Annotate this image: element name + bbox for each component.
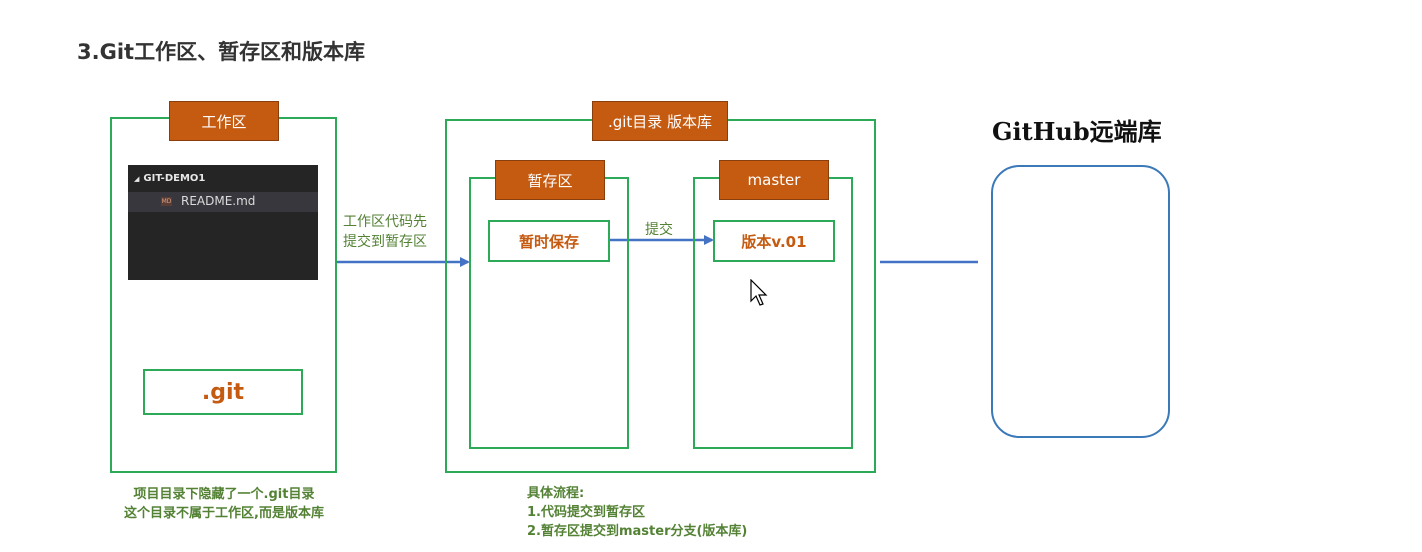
file-explorer-panel: ◢GIT-DEMO1 MD README.md: [128, 165, 318, 280]
master-branch-box: [693, 177, 853, 449]
workspace-label: 工作区: [169, 101, 279, 141]
page-title: 3.Git工作区、暂存区和版本库: [77, 40, 366, 64]
version-box: 版本v.01: [713, 220, 835, 262]
markdown-file-icon: MD: [161, 197, 172, 206]
flow-description: 具体流程: 1.代码提交到暂存区 2.暂存区提交到master分支(版本库): [527, 484, 747, 541]
explorer-workspace-name[interactable]: ◢GIT-DEMO1: [134, 173, 205, 184]
arrow-label: 工作区代码先 提交到暂存区: [343, 212, 427, 252]
git-folder-box: .git: [143, 369, 303, 415]
arrow-label-line-1: 工作区代码先: [343, 214, 427, 230]
flow-line-3: 2.暂存区提交到master分支(版本库): [527, 524, 748, 539]
flow-line-1: 具体流程:: [527, 486, 585, 501]
github-remote-title: GitHub远端库: [992, 117, 1162, 146]
repository-label: .git目录 版本库: [592, 101, 728, 141]
collapse-arrow-icon: ◢: [134, 175, 140, 183]
file-row-readme[interactable]: [128, 192, 318, 212]
mouse-cursor-icon: [750, 279, 768, 306]
commit-label: 提交: [645, 222, 673, 238]
arrow-label-line-2: 提交到暂存区: [343, 234, 427, 250]
staging-area-label: 暂存区: [495, 160, 605, 200]
workspace-caption: 项目目录下隐藏了一个.git目录 这个目录不属于工作区,而是版本库: [92, 485, 356, 523]
workspace-caption-line-2: 这个目录不属于工作区,而是版本库: [124, 506, 324, 521]
github-remote-box: [991, 165, 1170, 438]
workspace-name-text: GIT-DEMO1: [143, 173, 206, 184]
temp-save-box: 暂时保存: [488, 220, 610, 262]
file-name-readme: README.md: [181, 194, 256, 208]
flow-line-2: 1.代码提交到暂存区: [527, 505, 645, 520]
master-branch-label: master: [719, 160, 829, 200]
staging-area-box: [469, 177, 629, 449]
workspace-caption-line-1: 项目目录下隐藏了一个.git目录: [133, 487, 315, 502]
